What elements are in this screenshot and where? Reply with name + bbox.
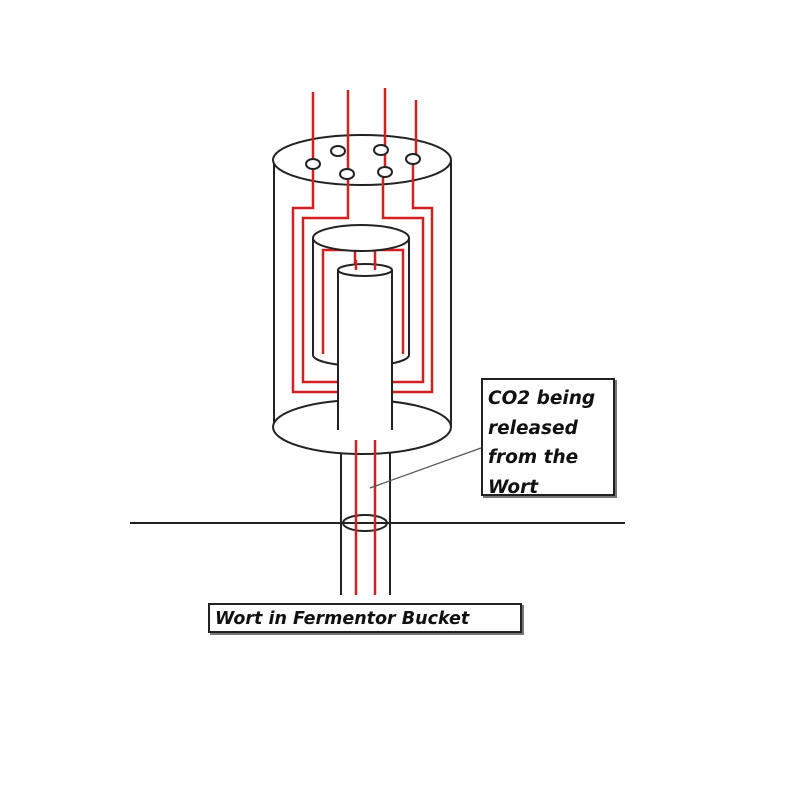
co2-label-line-2: released — [488, 417, 578, 439]
top-red-tubes — [311, 88, 418, 172]
co2-label-line-1: CO2 being — [488, 388, 596, 409]
stem-grommet — [342, 514, 388, 532]
inner-cup-top — [312, 224, 410, 252]
co2-release-label: CO2 being released from the Wort — [481, 378, 615, 498]
stem-tube — [340, 448, 391, 595]
stem-red-tubing — [354, 440, 377, 595]
wort-label: Wort in Fermentor Bucket — [208, 603, 522, 633]
outer-cylinder-top — [272, 134, 452, 186]
top-cap-holes — [305, 144, 421, 180]
co2-leader-line — [369, 447, 482, 489]
inner-cup — [312, 224, 410, 367]
internal-red-tubing — [291, 161, 434, 394]
co2-label-line-4: Wort — [488, 476, 539, 498]
co2-label-line-3: from the — [488, 447, 579, 468]
center-tube — [337, 260, 393, 430]
center-tube-top — [337, 263, 393, 277]
